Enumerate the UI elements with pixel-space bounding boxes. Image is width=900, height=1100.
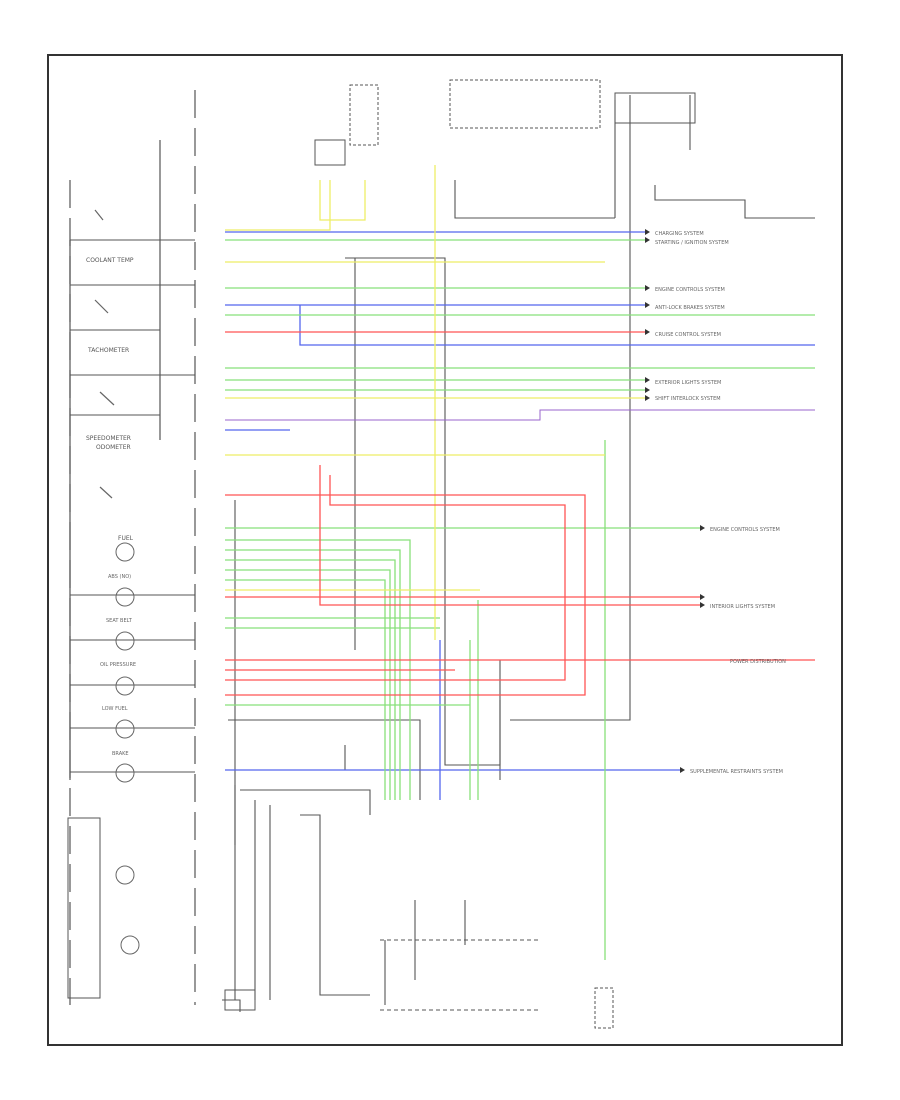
gauge-label-odo: ODOMETER [96,444,131,451]
gauge-label-fuel: FUEL [118,535,134,542]
abs-no-bulb-icon [120,935,140,955]
system-label-starting: STARTING / IGNITION SYSTEM [655,240,729,246]
low-fuel-bulb-icon [115,719,135,739]
system-label-cruise: CRUISE CONTROL SYSTEM [655,332,721,338]
system-label-srs: SUPPLEMENTAL RESTRAINTS SYSTEM [690,769,783,775]
abs-bulb-icon [115,587,135,607]
tachometer-icon [94,299,109,314]
seat-belt-bulb-icon [115,631,135,651]
green-wires [225,239,815,960]
illumination-bulb-icon [115,865,135,885]
system-label-engine-2: ENGINE CONTROLS SYSTEM [710,527,780,533]
cluster-module-box [67,817,101,999]
diagram-frame [47,54,843,1046]
fuel-bulb-icon [115,542,135,562]
fuse-box-center [449,79,601,129]
system-label-engine: ENGINE CONTROLS SYSTEM [655,287,725,293]
right-system-labels: CHARGING SYSTEM STARTING / IGNITION SYST… [655,231,786,775]
indicator-label-brake: BRAKE [112,751,129,757]
indicator-label-lowfuel: LOW FUEL [102,706,128,712]
violet-wire [225,409,815,421]
blue-wires [225,231,815,800]
indicator-label-oil: OIL PRESSURE [100,662,136,668]
oil-pressure-bulb-icon [115,676,135,696]
system-label-shift: SHIFT INTERLOCK SYSTEM [655,396,721,402]
bottom-right-sensor [594,987,614,1029]
fuse-box-left [349,84,379,146]
system-label-charging: CHARGING SYSTEM [655,231,704,237]
connector-arrows [645,229,705,773]
speedometer-icon [99,391,115,406]
indicator-label-seatbelt: SEAT BELT [106,618,133,624]
system-label-power: POWER DISTRIBUTION [730,659,786,665]
top-right-relay [614,92,696,124]
indicator-bulbs [115,542,140,955]
coolant-gauge-icon [94,209,104,221]
gauge-label-tach: TACHOMETER [87,347,129,354]
top-components [224,79,696,1029]
system-label-exterior: EXTERIOR LIGHTS SYSTEM [655,380,721,386]
relay-box [314,139,346,166]
system-label-abs: ANTI-LOCK BRAKES SYSTEM [655,305,725,311]
gauge-label-coolant: COOLANT TEMP [86,257,134,264]
gauge-wires [70,239,195,773]
fuel-gauge-icon [99,486,113,499]
indicator-label-abs: ABS (NO) [108,574,131,580]
brake-bulb-icon [115,763,135,783]
red-wires [225,331,815,696]
system-label-interior: INTERIOR LIGHTS SYSTEM [710,604,775,610]
bottom-connector [224,939,540,1011]
gauge-needle-icons [94,209,115,499]
yellow-wires [225,165,645,640]
gauge-label-speedo: SPEEDOMETER [86,435,131,442]
